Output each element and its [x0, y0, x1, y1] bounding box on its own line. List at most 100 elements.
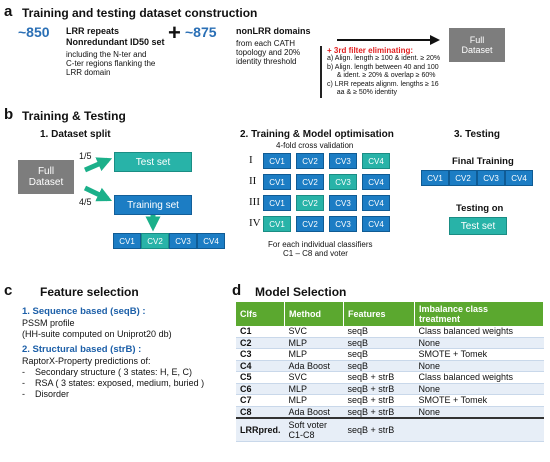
panel-c-title: Feature selection: [40, 285, 139, 299]
lrrpred-method-l1: Soft voter: [288, 420, 328, 430]
fold-4-cv3: CV3: [329, 216, 357, 232]
training-set-box: Training set: [114, 195, 192, 215]
full-dataset-a-l1: Full: [469, 35, 485, 45]
table-cell: MLP: [284, 383, 344, 395]
panel-a-letter: a: [4, 3, 13, 20]
testing-title: 3. Testing: [454, 129, 500, 140]
lrr-line3: LRR domain: [66, 68, 111, 77]
table-cell: C2: [236, 337, 285, 349]
table-cell: MLP: [284, 348, 344, 361]
fold-3-cv4: CV4: [362, 195, 390, 211]
classifier-foot1: For each individual classifiers: [268, 240, 373, 249]
arrow-train-split: [83, 185, 113, 202]
lrrpred-clf: LRRpred.: [236, 417, 285, 442]
cv1-final: CV1: [421, 170, 449, 186]
col-header-clfs: Clfs: [236, 302, 285, 326]
cv4-final: CV4: [505, 170, 533, 186]
fold-1-cv2: CV2: [296, 153, 324, 169]
table-cell: seqB: [343, 337, 415, 349]
panel-b-letter: b: [4, 106, 14, 123]
panel-d-title: Model Selection: [255, 285, 347, 299]
fold-2-cv3: CV3: [329, 174, 357, 190]
split-title: 1. Dataset split: [40, 129, 111, 140]
table-cell: None: [414, 406, 544, 419]
fold-3-cv1: CV1: [263, 195, 291, 211]
seqb-line1: PSSM profile: [22, 318, 75, 328]
fold-1-cv3: CV3: [329, 153, 357, 169]
filter-box: + 3rd filter eliminating: a) Align. leng…: [320, 46, 445, 98]
fold-4-cv4: CV4: [362, 216, 390, 232]
plus-sign: +: [168, 20, 181, 45]
fraction-train: 4/5: [79, 197, 92, 207]
panel-a-title: Training and testing dataset constructio…: [22, 6, 258, 20]
nonlrr-count: ~875: [185, 24, 217, 40]
nonlrr-head: nonLRR domains: [236, 26, 311, 36]
fold-3-cv2: CV2: [296, 195, 324, 211]
col-header-features: Features: [343, 302, 415, 326]
strb-bullet2: - RSA ( 3 states: exposed, medium, burie…: [22, 378, 205, 388]
panel-c-letter: c: [4, 282, 13, 299]
table-cell: seqB + strB: [343, 371, 415, 384]
table-cell: SMOTE + Tomek: [414, 394, 544, 407]
table-cell: seqB: [343, 348, 415, 361]
cv2-final: CV2: [449, 170, 477, 186]
cv3-split: CV3: [169, 233, 197, 249]
arrow-test-split: [84, 157, 113, 173]
table-cell: seqB + strB: [343, 406, 415, 419]
fold-2-cv4: CV4: [362, 174, 390, 190]
fold-label-3: III: [249, 196, 260, 208]
lrr-line2: C-ter regions flanking the: [66, 59, 156, 68]
test-set-box: Test set: [114, 152, 192, 172]
lrrpred-treatment: [414, 417, 544, 442]
table-cell: SVC: [284, 326, 344, 338]
filter-b2: & ident. ≥ 20% & overlap ≥ 60%: [327, 72, 436, 79]
opt-title: 2. Training & Model optimisation: [240, 129, 394, 140]
nonlrr-line2: topology and 20%: [236, 48, 301, 57]
strb-bullet3: - Disorder: [22, 389, 70, 399]
full-dataset-b-l1: Full: [37, 166, 55, 177]
table-cell: C8: [236, 406, 285, 419]
table-cell: None: [414, 383, 544, 395]
seqb-title: 1. Sequence based (seqB) :: [22, 306, 146, 317]
table-cell: None: [414, 337, 544, 349]
fold-1-cv1: CV1: [263, 153, 291, 169]
full-dataset-b-l2: Dataset: [28, 177, 64, 188]
filter-c1: c) LRR repeats alignm. lengths ≥ 16: [327, 80, 439, 88]
table-cell: None: [414, 360, 544, 372]
final-training-label: Final Training: [452, 156, 514, 167]
strb-title: 2. Structural based (strB) :: [22, 344, 142, 355]
fold-3-cv3: CV3: [329, 195, 357, 211]
panel-d-letter: d: [232, 282, 242, 299]
nonlrr-line3: identity threshold: [236, 57, 297, 66]
table-cell: seqB: [343, 360, 415, 372]
table-cell: Ada Boost: [284, 360, 344, 372]
table-cell: MLP: [284, 394, 344, 407]
table-cell: C3: [236, 348, 285, 361]
seqb-line2: (HH-suite computed on Uniprot20 db): [22, 329, 172, 339]
col-header-imbalance-l2: treatment: [419, 314, 461, 324]
table-cell: SMOTE + Tomek: [414, 348, 544, 361]
filter-c2: aa & ≥ 50% identity: [327, 89, 397, 96]
test-set-box-final: Test set: [449, 217, 507, 235]
table-cell: Class balanced weights: [414, 326, 544, 338]
panel-b-title: Training & Testing: [22, 109, 126, 123]
lrr-head2: Nonredundant ID50 set: [66, 37, 165, 47]
filter-title: + 3rd filter eliminating:: [327, 46, 414, 55]
fold-label-2: II: [249, 175, 257, 187]
strb-bullet1: - Secondary structure ( 3 states: H, E, …: [22, 367, 193, 377]
lrr-head1: LRR repeats: [66, 26, 120, 36]
full-dataset-a-l2: Dataset: [461, 45, 493, 55]
table-cell: C4: [236, 360, 285, 372]
lrrpred-method-l2: C1-C8: [288, 430, 315, 440]
